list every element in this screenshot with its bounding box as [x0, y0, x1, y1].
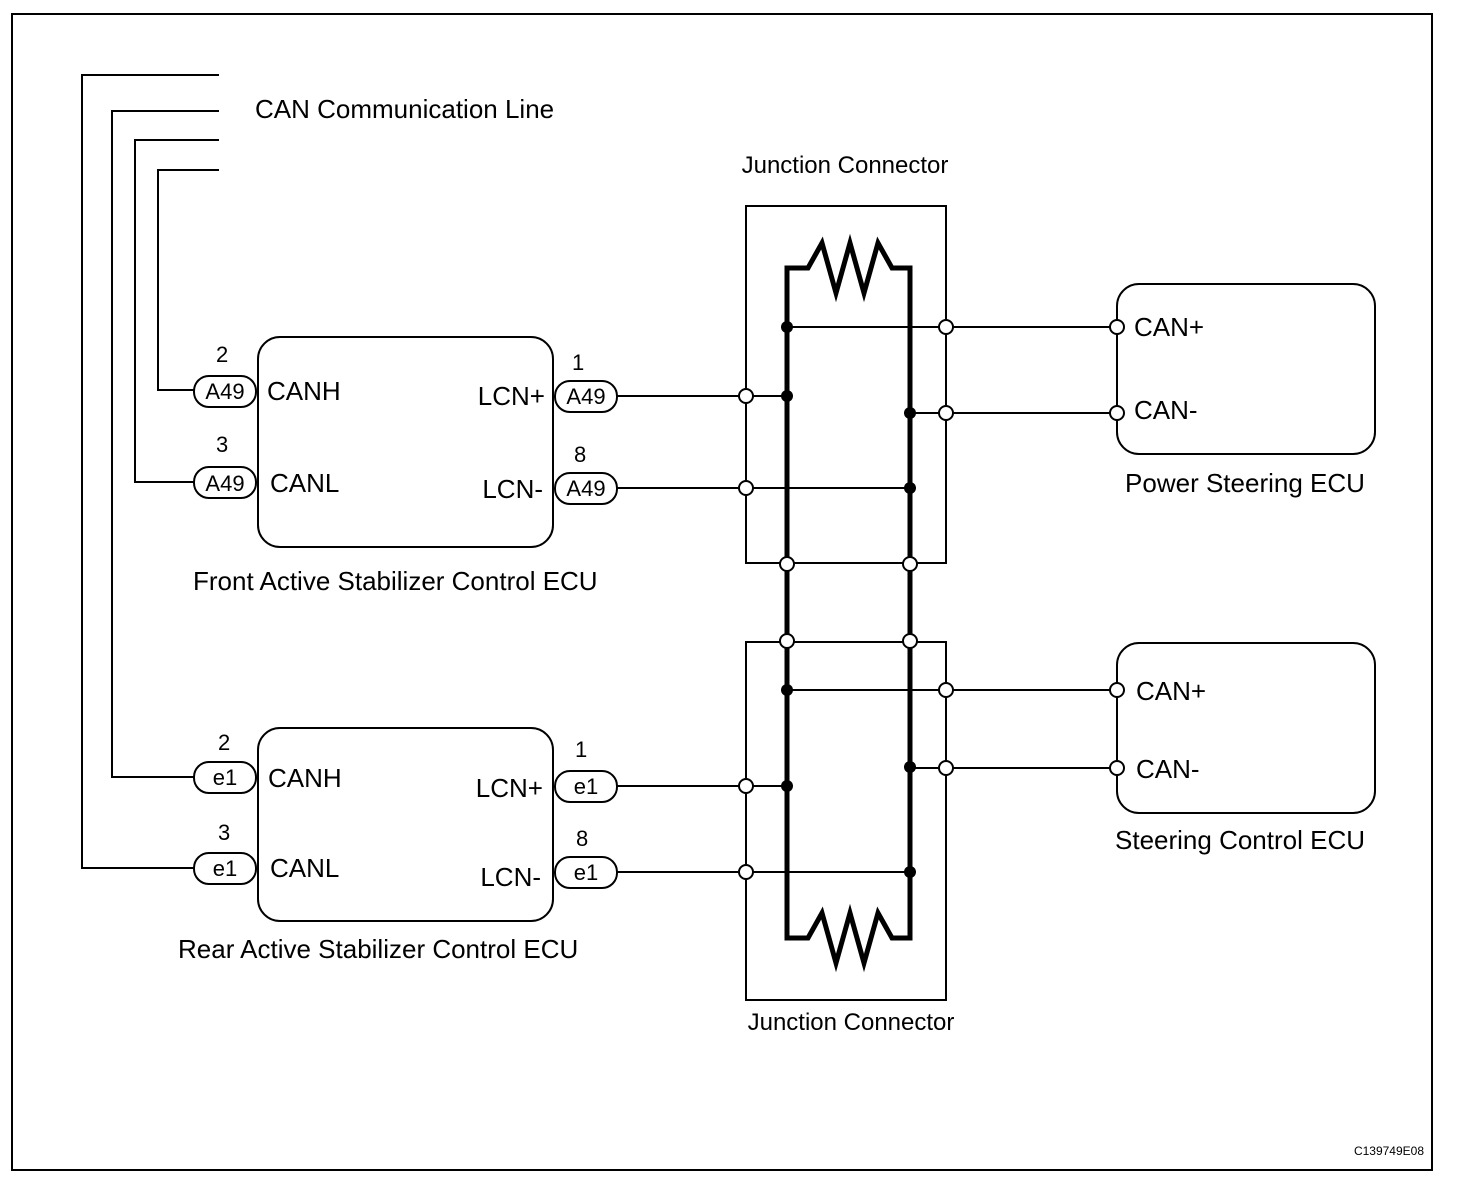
- rear-lcn-minus-pin: 8: [576, 826, 588, 851]
- terminal: [938, 319, 954, 335]
- front-ecu-name: Front Active Stabilizer Control ECU: [193, 566, 598, 596]
- sc-can-minus-label: CAN-: [1136, 754, 1200, 784]
- front-lcn-minus-connector-label: A49: [566, 476, 605, 501]
- front-lcn-plus-label: LCN+: [478, 381, 545, 411]
- splice-dot: [904, 761, 916, 773]
- front-canl-pin: 3: [216, 432, 228, 457]
- front-canh-label: CANH: [267, 376, 341, 406]
- terminal: [1109, 760, 1125, 776]
- terminal: [1109, 682, 1125, 698]
- front-lcn-minus-pin: 8: [574, 442, 586, 467]
- power-steering-ecu-box: [1116, 283, 1376, 455]
- rear-canl-connector-label: e1: [213, 856, 237, 881]
- front-canh-pin: 2: [216, 342, 228, 367]
- junction-top-label: Junction Connector: [742, 152, 949, 179]
- rear-lcn-minus-connector-label: e1: [574, 860, 598, 885]
- front-canl-connector: [193, 466, 257, 499]
- power-steering-ecu-name: Power Steering ECU: [1125, 468, 1365, 498]
- ps-can-minus-label: CAN-: [1134, 395, 1198, 425]
- terminal: [902, 556, 918, 572]
- lcn-wires: [617, 395, 910, 873]
- terminal: [1109, 319, 1125, 335]
- splice-points: [781, 321, 916, 878]
- front-ecu-box: [257, 336, 554, 548]
- steering-control-ecu: CAN+ CAN- Steering Control ECU: [1109, 642, 1376, 855]
- front-ecu: Front Active Stabilizer Control ECU CANH…: [193, 336, 618, 596]
- power-steering-ecu: CAN+ CAN- Power Steering ECU: [1109, 283, 1376, 498]
- junction-connector-top: [745, 205, 947, 564]
- figure-code: C139749E08: [1354, 1144, 1424, 1158]
- rear-lcn-plus-connector-label: e1: [574, 774, 598, 799]
- rear-lcn-plus-label: LCN+: [476, 773, 543, 803]
- splice-dot: [904, 866, 916, 878]
- rear-canl-pin: 3: [218, 820, 230, 845]
- front-canh-connector-label: A49: [205, 379, 244, 404]
- splice-dot: [904, 482, 916, 494]
- can-wires: [787, 326, 1117, 769]
- splice-dot: [781, 780, 793, 792]
- splice-dot: [781, 321, 793, 333]
- diagram-frame: [11, 13, 1433, 1171]
- can-line-rear-canl: [81, 74, 219, 869]
- rear-ecu: Rear Active Stabilizer Control ECU CANH …: [178, 727, 618, 964]
- terminal: [738, 480, 754, 496]
- rear-canl-label: CANL: [270, 853, 339, 883]
- terminals: [738, 319, 954, 880]
- top-terminating-resistor: [784, 233, 913, 563]
- front-canl-label: CANL: [270, 468, 339, 498]
- front-canl-connector-label: A49: [205, 471, 244, 496]
- rear-ecu-box: [257, 727, 554, 922]
- terminal: [1109, 405, 1125, 421]
- front-lcn-plus-pin: 1: [572, 350, 584, 375]
- terminal: [738, 778, 754, 794]
- front-canh-connector: [193, 375, 257, 408]
- terminal: [938, 405, 954, 421]
- rear-canh-connector: [193, 761, 257, 794]
- front-lcn-minus-label: LCN-: [482, 474, 543, 504]
- sc-can-plus-label: CAN+: [1136, 676, 1206, 706]
- rear-lcn-plus-pin: 1: [575, 737, 587, 762]
- rear-ecu-name: Rear Active Stabilizer Control ECU: [178, 934, 578, 964]
- splice-dot: [781, 390, 793, 402]
- splice-dot: [904, 407, 916, 419]
- rear-canl-connector: [193, 852, 257, 885]
- junction-bottom-label: Junction Connector: [748, 1009, 955, 1036]
- splice-dot: [781, 684, 793, 696]
- rear-canh-connector-label: e1: [213, 765, 237, 790]
- terminal: [938, 760, 954, 776]
- can-line-rear-canh: [111, 110, 219, 778]
- terminal: [738, 388, 754, 404]
- rear-lcn-minus-label: LCN-: [480, 862, 541, 892]
- terminal: [779, 556, 795, 572]
- steering-control-ecu-name: Steering Control ECU: [1115, 825, 1365, 855]
- front-lcn-plus-connector-label: A49: [566, 384, 605, 409]
- ps-can-plus-label: CAN+: [1134, 312, 1204, 342]
- steering-control-ecu-box: [1116, 642, 1376, 814]
- terminal: [779, 633, 795, 649]
- rear-canh-label: CANH: [268, 763, 342, 793]
- rear-canh-pin: 2: [218, 730, 230, 755]
- can-line-front-canh: [157, 169, 219, 391]
- can-line-front-canl: [134, 139, 219, 483]
- terminal: [938, 682, 954, 698]
- junction-connector-bottom: [745, 641, 947, 1001]
- can-communication-lines: [81, 74, 219, 869]
- terminal: [738, 864, 754, 880]
- bottom-terminating-resistor: [784, 642, 913, 973]
- can-line-label: CAN Communication Line: [255, 94, 554, 124]
- terminal: [902, 633, 918, 649]
